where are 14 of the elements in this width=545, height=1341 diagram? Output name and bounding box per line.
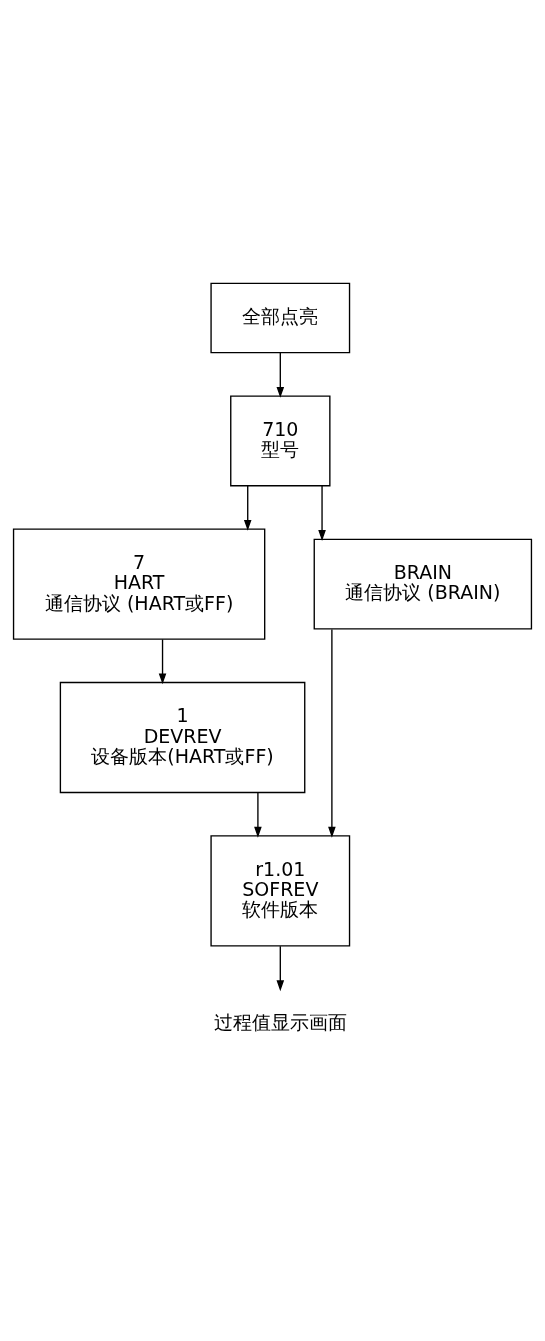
arrow — [276, 351, 285, 398]
node-text: 过程值显示画面 — [213, 1010, 347, 1033]
arrow — [318, 484, 326, 541]
node-box: 710 型号 — [230, 394, 331, 486]
node-box: 7 HART 通信协议 (HART或FF) — [12, 527, 266, 640]
arrow — [328, 628, 336, 838]
node-box: 全部点亮 — [210, 282, 351, 353]
arrow — [276, 945, 285, 991]
arrow — [158, 638, 167, 684]
node-box: 1 DEVREV 设备版本(HART或FF) — [59, 681, 306, 793]
arrow — [254, 791, 262, 838]
node-box: r1.01 SOFREV 软件版本 — [210, 834, 351, 947]
node-box: BRAIN 通信协议 (BRAIN) — [313, 538, 533, 630]
arrow — [243, 484, 252, 531]
